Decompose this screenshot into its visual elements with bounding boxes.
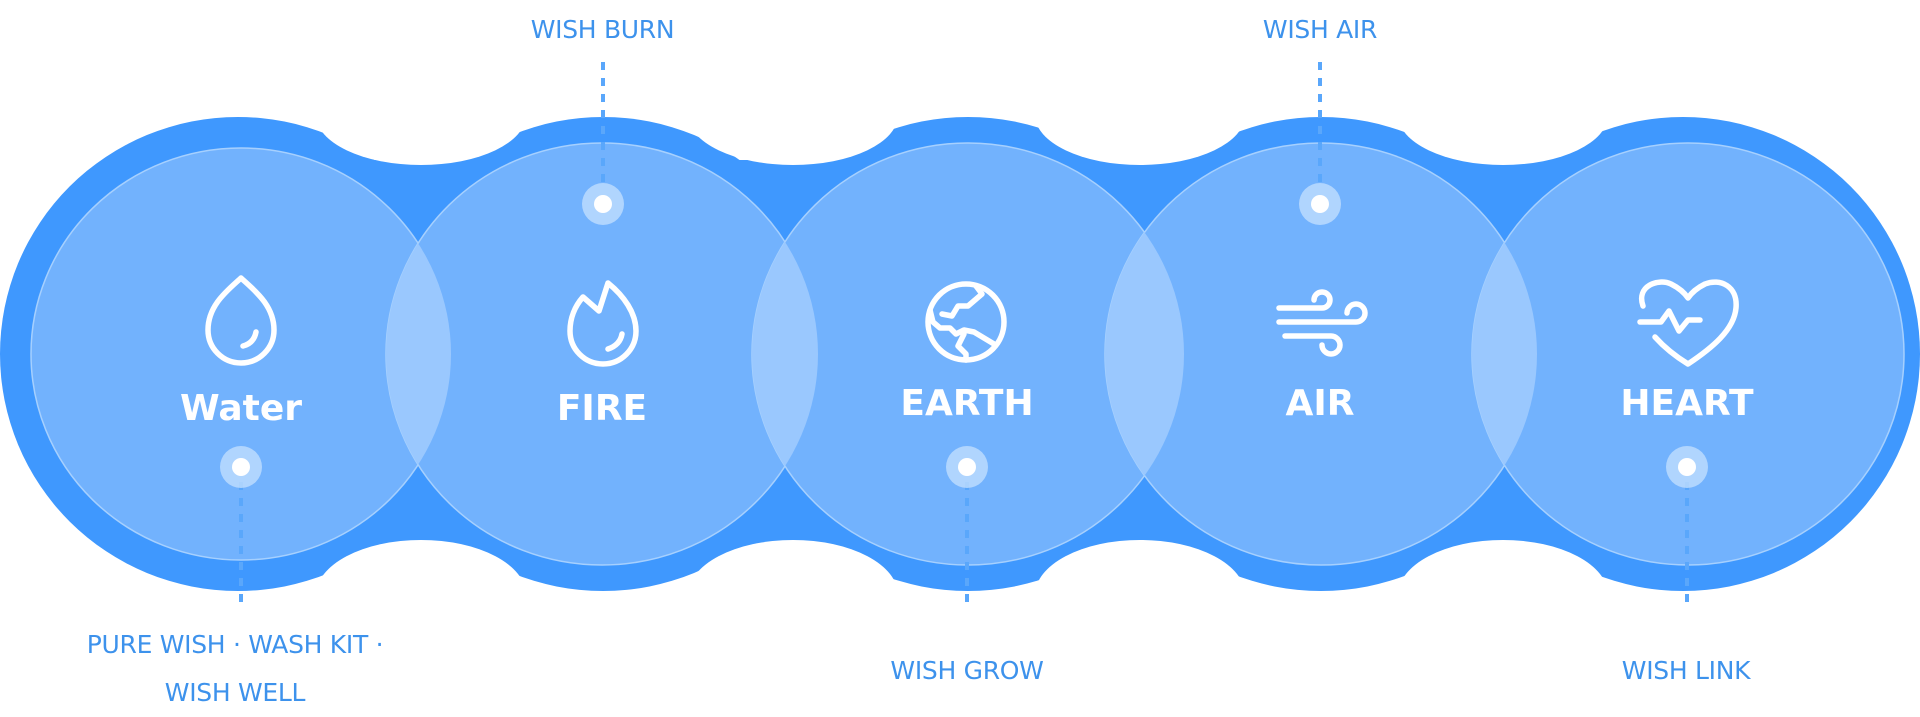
label-water-products-line1: PURE WISH · WASH KIT · — [86, 630, 384, 659]
wind-icon — [1276, 289, 1368, 357]
label-wish-air: WISH AIR — [1220, 6, 1420, 54]
flame-icon — [567, 280, 639, 367]
element-title-heart: HEART — [1620, 383, 1754, 424]
label-wish-grow-text: WISH GROW — [890, 656, 1044, 685]
connectors — [239, 62, 1689, 610]
pin-wish-grow — [946, 446, 988, 488]
globe-icon — [925, 281, 1007, 363]
element-title-water: Water — [180, 388, 302, 429]
pin-wish-burn — [582, 183, 624, 225]
element-circles — [30, 142, 1905, 566]
label-wish-link-text: WISH LINK — [1621, 656, 1751, 685]
label-wish-grow: WISH GROW — [867, 647, 1067, 695]
pin-water — [220, 446, 262, 488]
label-wish-burn-text: WISH BURN — [530, 15, 675, 44]
label-water-products-line2: WISH WELL — [164, 678, 306, 707]
pin-wish-link — [1666, 446, 1708, 488]
element-title-fire: FIRE — [557, 388, 647, 429]
label-water-products: PURE WISH · WASH KIT · WISH WELL — [50, 621, 420, 717]
water-drop-icon — [205, 275, 277, 366]
band-scallops — [316, 65, 1608, 650]
pin-wish-air — [1299, 183, 1341, 225]
element-title-air: AIR — [1286, 383, 1355, 424]
label-wish-air-text: WISH AIR — [1262, 15, 1378, 44]
label-wish-burn: WISH BURN — [500, 6, 705, 54]
pins — [220, 183, 1708, 488]
label-wish-link: WISH LINK — [1586, 647, 1786, 695]
heart-pulse-icon — [1637, 279, 1739, 367]
element-title-earth: EARTH — [900, 383, 1033, 424]
